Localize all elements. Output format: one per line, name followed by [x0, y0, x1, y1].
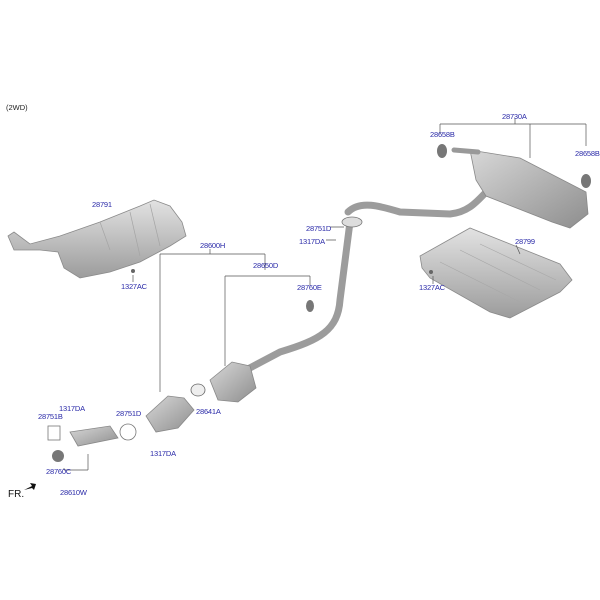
part-label-28641a[interactable]: 28641A — [196, 407, 221, 416]
part-label-1327ac-rear[interactable]: 1327AC — [419, 283, 445, 292]
hanger-28760c[interactable] — [52, 450, 64, 462]
hanger-28760e[interactable] — [306, 300, 314, 312]
front-direction-arrow-icon — [24, 483, 36, 490]
part-label-28730a[interactable]: 28730A — [502, 112, 527, 121]
part-label-28760e[interactable]: 28760E — [297, 283, 322, 292]
catalytic-converter[interactable] — [145, 395, 195, 433]
gasket-28751d-lower[interactable] — [119, 423, 137, 441]
part-label-28650d[interactable]: 28650D — [253, 261, 279, 270]
part-label-28751d[interactable]: 28751D — [306, 224, 332, 233]
variant-note: (2WD) — [6, 103, 28, 112]
part-label-1317da-front[interactable]: 1317DA — [59, 404, 85, 413]
part-label-28791[interactable]: 28791 — [92, 200, 112, 209]
part-label-1317da-lower[interactable]: 1317DA — [150, 449, 176, 458]
part-label-1317da[interactable]: 1317DA — [299, 237, 325, 246]
hanger-28658b-right[interactable] — [581, 174, 591, 188]
part-label-1327ac[interactable]: 1327AC — [121, 282, 147, 291]
part-label-28751d-lower[interactable]: 28751D — [116, 409, 142, 418]
gasket-28751b[interactable] — [47, 425, 61, 441]
heat-protector-rear[interactable] — [419, 227, 573, 319]
part-label-28760c[interactable]: 28760C — [46, 467, 72, 476]
exhaust-pipe[interactable] — [242, 184, 494, 374]
clamp-28641a[interactable] — [190, 383, 206, 397]
clip-1327ac-rear — [429, 270, 433, 274]
hanger-28658b-left[interactable] — [437, 144, 447, 158]
heat-protector-front[interactable] — [7, 199, 187, 279]
part-label-28600h[interactable]: 28600H — [200, 241, 226, 250]
clip-1327ac-front — [131, 269, 135, 273]
gasket-28751d-upper[interactable] — [341, 216, 363, 228]
part-label-28610w[interactable]: 28610W — [60, 488, 87, 497]
front-direction-label: FR. — [8, 489, 25, 500]
front-pipe[interactable] — [69, 425, 119, 447]
part-label-28658b-left[interactable]: 28658B — [430, 130, 455, 139]
rear-muffler[interactable] — [451, 147, 589, 229]
center-muffler[interactable] — [209, 361, 257, 403]
part-label-28658b-right[interactable]: 28658B — [575, 149, 600, 158]
part-label-28799[interactable]: 28799 — [515, 237, 535, 246]
leader-lines — [63, 118, 587, 471]
part-label-28751b[interactable]: 28751B — [38, 412, 63, 421]
